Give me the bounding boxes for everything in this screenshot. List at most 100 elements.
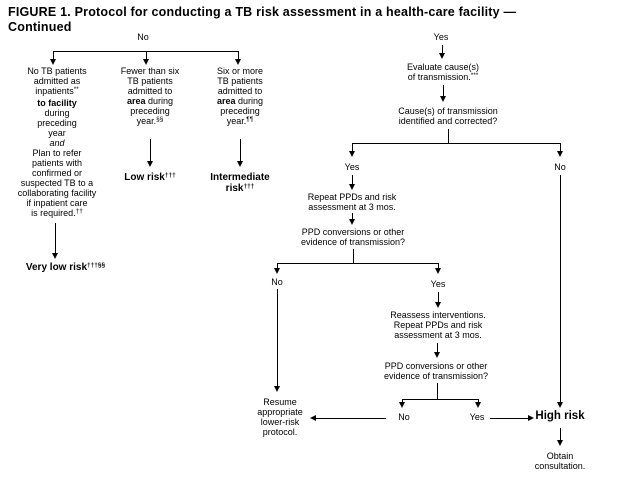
node-ppd-question1: PPD conversions or other evidence of tra…	[289, 227, 417, 247]
outcome-intermediate-text: risk	[225, 183, 244, 194]
connector-box1-to-verylow	[55, 223, 56, 254]
connector-no-to-highrisk	[560, 175, 561, 404]
connector-ppdq1-stub	[353, 249, 354, 263]
branch-label-no-top: No	[137, 32, 149, 42]
node-fewer-line: year.§§	[103, 116, 197, 128]
branch-label-ppdq1-no: No	[271, 277, 283, 287]
node-six-line: TB patients	[217, 76, 263, 86]
node-no-tb-line: is required.††	[5, 208, 109, 220]
node-no-tb-line: collaborating facility	[17, 188, 97, 198]
node-resume-protocol: Resume appropriate lower-risk protocol.	[240, 397, 320, 437]
node-fewer-line: TB patients	[127, 76, 173, 86]
node-reassess-line: Reassess interventions.	[390, 310, 486, 320]
node-fewer-line: area during	[103, 96, 197, 106]
node-cause-question-line: identified and corrected?	[398, 116, 498, 126]
node-six-area-bold: area	[216, 96, 236, 106]
node-resume-line: appropriate	[257, 407, 303, 417]
connector-drop-box2	[146, 51, 147, 60]
node-no-tb-line: confirmed or	[31, 168, 83, 178]
connector-repeat-to-ppdq1	[352, 213, 353, 220]
arrowhead-down-evaluate	[439, 53, 445, 59]
footnote-marker: ***	[470, 72, 479, 79]
figure-title-line1: FIGURE 1. Protocol for conducting a TB r…	[8, 5, 517, 19]
node-repeat-ppd-line: Repeat PPDs and risk	[307, 192, 397, 202]
node-no-tb-text: inpatients	[35, 86, 74, 96]
footnote-marker: †††§§	[87, 262, 106, 269]
connector-box3-to-intermediate	[240, 139, 241, 162]
node-six-line: year.¶¶	[193, 116, 287, 128]
node-fewer-line: Fewer than six	[120, 66, 180, 76]
connector-ppdq2-no-drop	[402, 399, 403, 403]
connector-yes-to-repeat	[352, 175, 353, 185]
node-six-text: year.	[226, 116, 247, 126]
connector-causeq-split	[352, 143, 561, 144]
node-resume-line: Resume	[263, 397, 297, 407]
outcome-intermediate-risk: Intermediate risk†††	[193, 172, 287, 195]
connector-yes-to-reassess	[438, 292, 439, 303]
footnote-marker: †††	[164, 172, 176, 179]
arrowhead-down-intermediate	[237, 161, 243, 167]
connector-ppdq2-split	[402, 399, 479, 400]
figure-title-line2: Continued	[8, 20, 72, 34]
arrowhead-down-resume	[274, 386, 280, 392]
connector-causeq-no-drop	[560, 143, 561, 152]
node-six-text: during	[235, 96, 264, 106]
node-no-tb-line: No TB patients	[27, 66, 87, 76]
arrowhead-right-highrisk	[528, 415, 534, 421]
node-reassess: Reassess interventions. Repeat PPDs and …	[380, 310, 496, 340]
branch-label-ppdq1-yes: Yes	[430, 279, 446, 289]
node-no-tb-line: preceding	[37, 118, 77, 128]
arrowhead-down-causeq-yes	[349, 151, 355, 157]
arrowhead-down-reassess	[435, 302, 441, 308]
node-six-or-more: Six or more TB patients admitted to area…	[193, 66, 287, 128]
arrowhead-down-box1	[50, 59, 56, 65]
outcome-high-risk: High risk	[535, 410, 585, 422]
figure-title: FIGURE 1. Protocol for conducting a TB r…	[8, 5, 620, 35]
connector-ppdq1-split	[277, 263, 439, 264]
arrowhead-down-causeq	[440, 96, 446, 102]
arrowhead-down-box3	[235, 59, 241, 65]
node-six-line: area during	[193, 96, 287, 106]
arrowhead-down-repeat	[349, 184, 355, 190]
node-resume-line: lower-risk	[260, 417, 300, 427]
connector-drop-box3	[238, 51, 239, 60]
footnote-marker: **	[73, 86, 79, 93]
connector-ppdq1-no-drop	[277, 263, 278, 269]
connector-reassess-to-ppdq2	[437, 343, 438, 353]
arrowhead-left-resume	[310, 415, 316, 421]
connector-yes-to-highrisk	[490, 418, 528, 419]
node-no-tb-line: inpatients**	[5, 86, 109, 98]
node-six-line: Six or more	[216, 66, 263, 76]
footnote-marker: †††	[243, 183, 255, 190]
outcome-intermediate-line1: Intermediate	[210, 172, 270, 183]
node-repeat-ppd-line: assessment at 3 mos.	[308, 202, 396, 212]
branch-label-causeq-no: No	[554, 162, 566, 172]
outcome-very-low-risk-text: Very low risk	[25, 262, 88, 273]
outcome-low-risk: Low risk†††	[110, 172, 190, 184]
connector-box2-to-lowrisk	[150, 139, 151, 162]
node-fewer-text: during	[145, 96, 174, 106]
node-evaluate-causes: Evaluate cause(s) of transmission.***	[391, 62, 495, 84]
node-cause-question-line: Cause(s) of transmission	[398, 106, 498, 116]
arrowhead-down-ppdq1-yes	[435, 268, 441, 274]
arrowhead-down-ppdq2-no	[399, 402, 405, 408]
arrowhead-down-obtain	[557, 440, 563, 446]
connector-no-to-resume	[277, 289, 278, 388]
node-evaluate-line: of transmission.***	[391, 72, 495, 84]
branch-label-causeq-yes: Yes	[344, 162, 360, 172]
arrowhead-down-ppdq1-no	[274, 268, 280, 274]
node-no-tb-line: Plan to refer	[32, 148, 82, 158]
node-ppd-question2-line: evidence of transmission?	[383, 371, 489, 381]
node-fewer-line: admitted to	[127, 86, 173, 96]
connector-no-to-resume-horizontal	[316, 418, 386, 419]
node-evaluate-text: of transmission.	[407, 72, 471, 82]
connector-ppdq2-stub	[437, 383, 438, 399]
node-ppd-question2: PPD conversions or other evidence of tra…	[372, 361, 500, 381]
node-no-tb-line-bold: to facility	[37, 98, 77, 108]
connector-highrisk-to-obtain	[560, 428, 561, 441]
arrowhead-down-verylow	[52, 253, 58, 259]
node-six-line: admitted to	[217, 86, 263, 96]
node-no-tb-text: is required.	[31, 208, 76, 218]
branch-label-ppdq2-yes: Yes	[469, 412, 485, 422]
node-fewer-line: preceding	[130, 106, 170, 116]
